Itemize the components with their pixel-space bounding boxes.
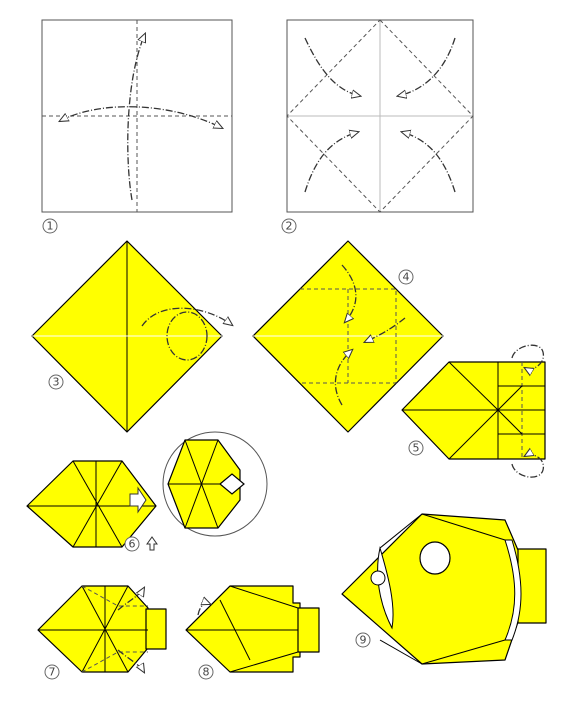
curved-fold-arrow-icon — [60, 106, 222, 128]
step-5-diagram — [401, 344, 546, 478]
curved-fold-arrow-icon — [398, 37, 456, 96]
step-number: 5 — [408, 440, 424, 456]
curved-fold-arrow-icon — [341, 264, 357, 322]
curved-fold-arrow-icon — [365, 317, 406, 342]
turn-over-arrow-icon — [166, 311, 208, 361]
step-3-diagram — [31, 240, 232, 433]
eye-circle-icon — [419, 541, 451, 575]
curved-fold-arrow-icon — [304, 132, 358, 193]
mouth-circle — [370, 570, 386, 586]
push-arrow-icon — [129, 486, 147, 514]
curved-fold-arrow-icon — [197, 603, 210, 616]
step-4-diagram — [252, 240, 444, 433]
svg-text:9: 9 — [360, 634, 367, 647]
svg-text:2: 2 — [286, 220, 293, 233]
step-number: 4 — [398, 269, 414, 285]
fish-blank — [185, 585, 301, 673]
fish-blank — [37, 585, 149, 673]
step-6-diagram — [26, 431, 268, 551]
squash-diamond — [219, 473, 245, 495]
tail-gap — [504, 539, 522, 641]
curved-fold-arrow-icon — [117, 588, 144, 611]
tail-flap — [297, 607, 320, 653]
svg-text:7: 7 — [49, 666, 56, 679]
curved-fold-arrow-icon — [402, 132, 456, 193]
curved-fold-arrow-icon — [117, 649, 144, 672]
step-number: 9 — [355, 632, 371, 648]
curved-fold-arrow-icon — [141, 307, 232, 326]
step-8-diagram — [185, 585, 320, 673]
curved-fold-arrow-icon — [127, 34, 145, 201]
step-number: 2 — [281, 218, 297, 234]
step-1-diagram — [41, 19, 233, 213]
step-number: 7 — [44, 664, 60, 680]
svg-text:3: 3 — [53, 376, 60, 389]
svg-text:1: 1 — [47, 220, 54, 233]
step-number: 8 — [198, 664, 214, 680]
svg-text:8: 8 — [203, 666, 210, 679]
step-9-diagram — [341, 513, 547, 665]
curved-fold-arrow-icon — [511, 344, 545, 369]
curved-fold-arrow-icon — [334, 350, 352, 406]
fish-body — [341, 513, 519, 665]
svg-text:4: 4 — [403, 271, 410, 284]
tail-flap — [145, 608, 167, 650]
step-number: 6 — [124, 536, 140, 552]
svg-text:5: 5 — [413, 442, 420, 455]
step-7-diagram — [37, 585, 167, 673]
step-2-diagram — [286, 19, 474, 213]
svg-text:6: 6 — [129, 538, 136, 551]
step-number: 3 — [48, 374, 64, 390]
curved-fold-arrow-icon — [304, 37, 360, 96]
push-arrow-icon — [146, 536, 158, 551]
corner-fold-lines — [286, 19, 474, 213]
curved-fold-arrow-icon — [511, 455, 545, 478]
step-number: 1 — [42, 218, 58, 234]
